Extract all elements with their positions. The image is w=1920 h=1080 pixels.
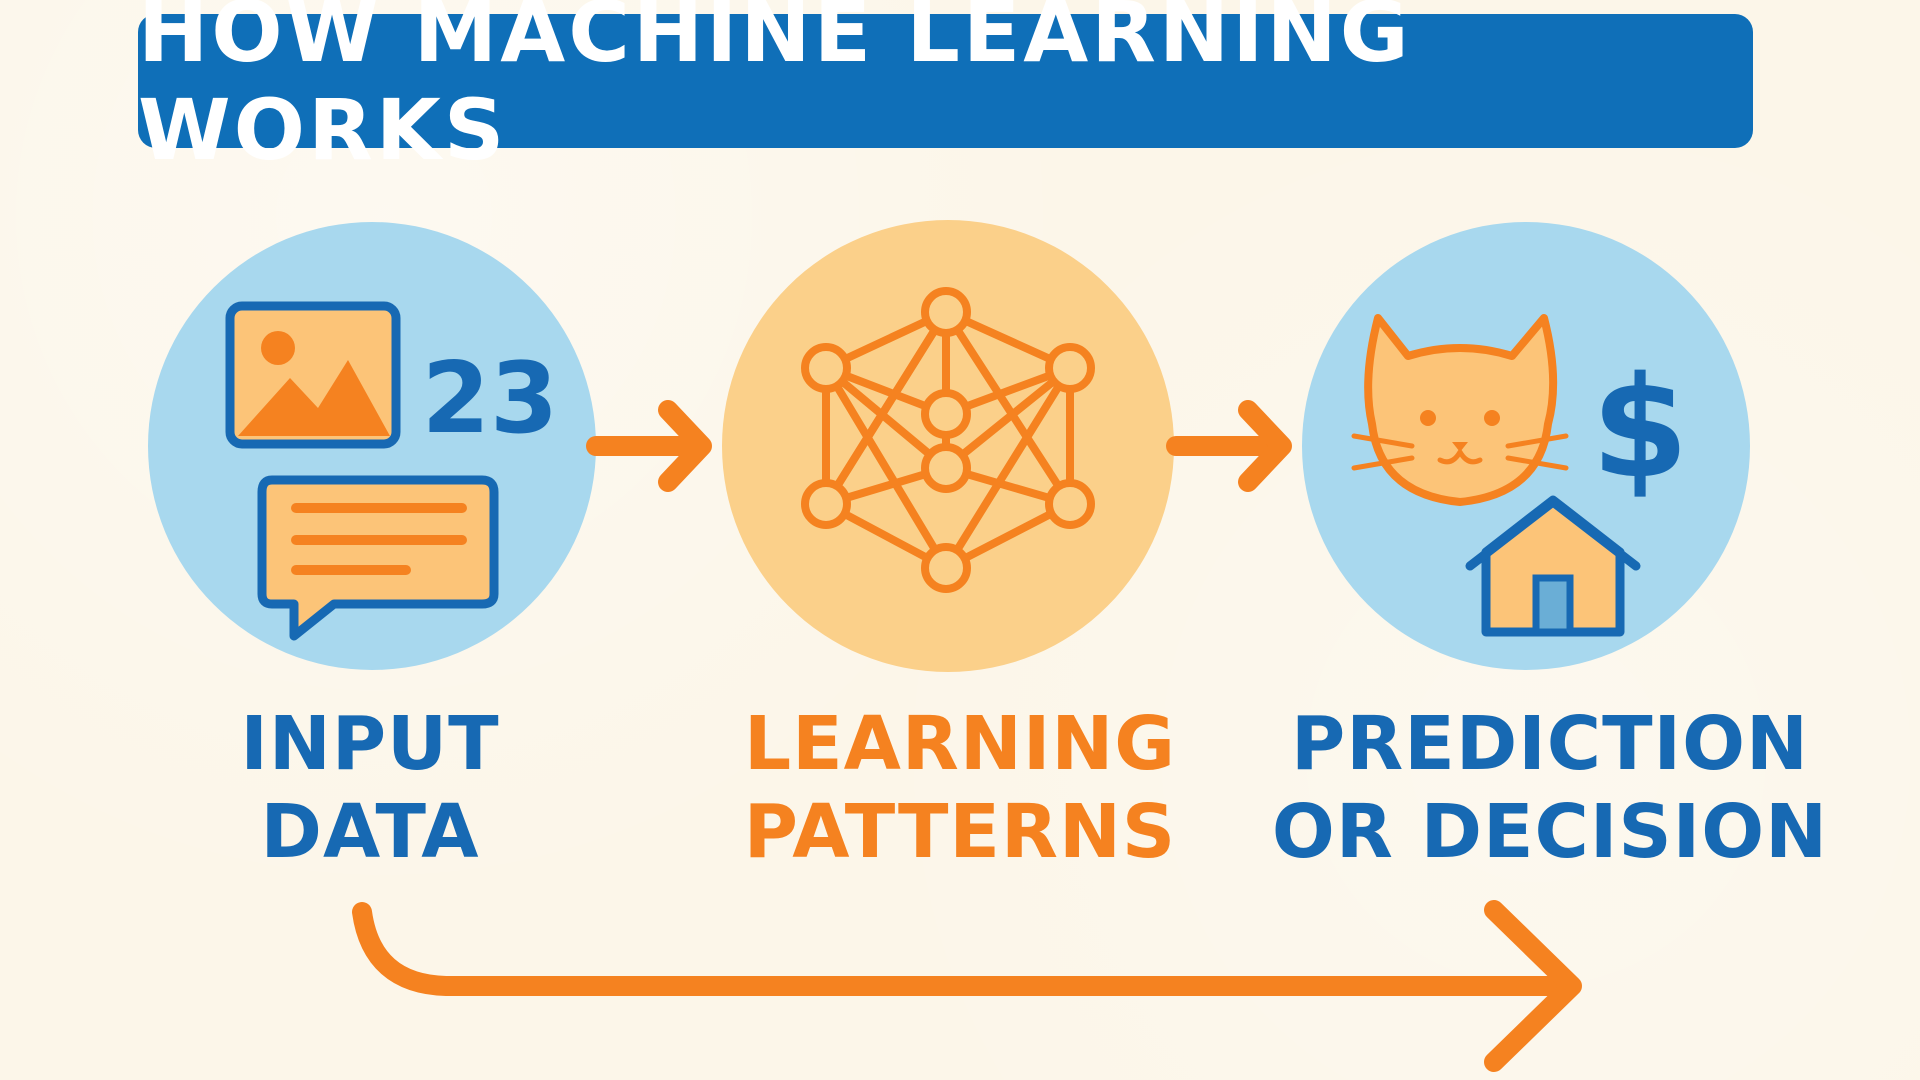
chat-bubble-icon	[257, 475, 499, 641]
arrow-learning-to-prediction	[1166, 400, 1292, 492]
step-label-line: OR DECISION	[1271, 789, 1829, 875]
cat-icon	[1351, 314, 1569, 506]
neural-network-icon	[801, 287, 1095, 593]
house-icon	[1465, 495, 1641, 637]
image-icon	[225, 301, 401, 449]
step-label-prediction-or-decision: PREDICTION OR DECISION	[1270, 700, 1830, 876]
step-label-line: LEARNING	[743, 701, 1177, 787]
number-23-icon: 23	[422, 342, 558, 456]
title-banner: HOW MACHINE LEARNING WORKS	[138, 0, 1753, 179]
step-label-line: PATTERNS	[743, 789, 1177, 875]
page-title: HOW MACHINE LEARNING WORKS	[138, 0, 1412, 179]
dollar-icon: $	[1591, 347, 1688, 510]
step-label-line: INPUT	[240, 701, 500, 787]
step-label-input-data: INPUT DATA	[200, 700, 540, 876]
step-label-line: PREDICTION	[1291, 701, 1809, 787]
arrow-input-to-learning	[586, 400, 712, 492]
bottom-flow-arrow	[352, 900, 1582, 1072]
step-label-learning-patterns: LEARNING PATTERNS	[700, 700, 1220, 876]
step-label-line: DATA	[260, 789, 480, 875]
